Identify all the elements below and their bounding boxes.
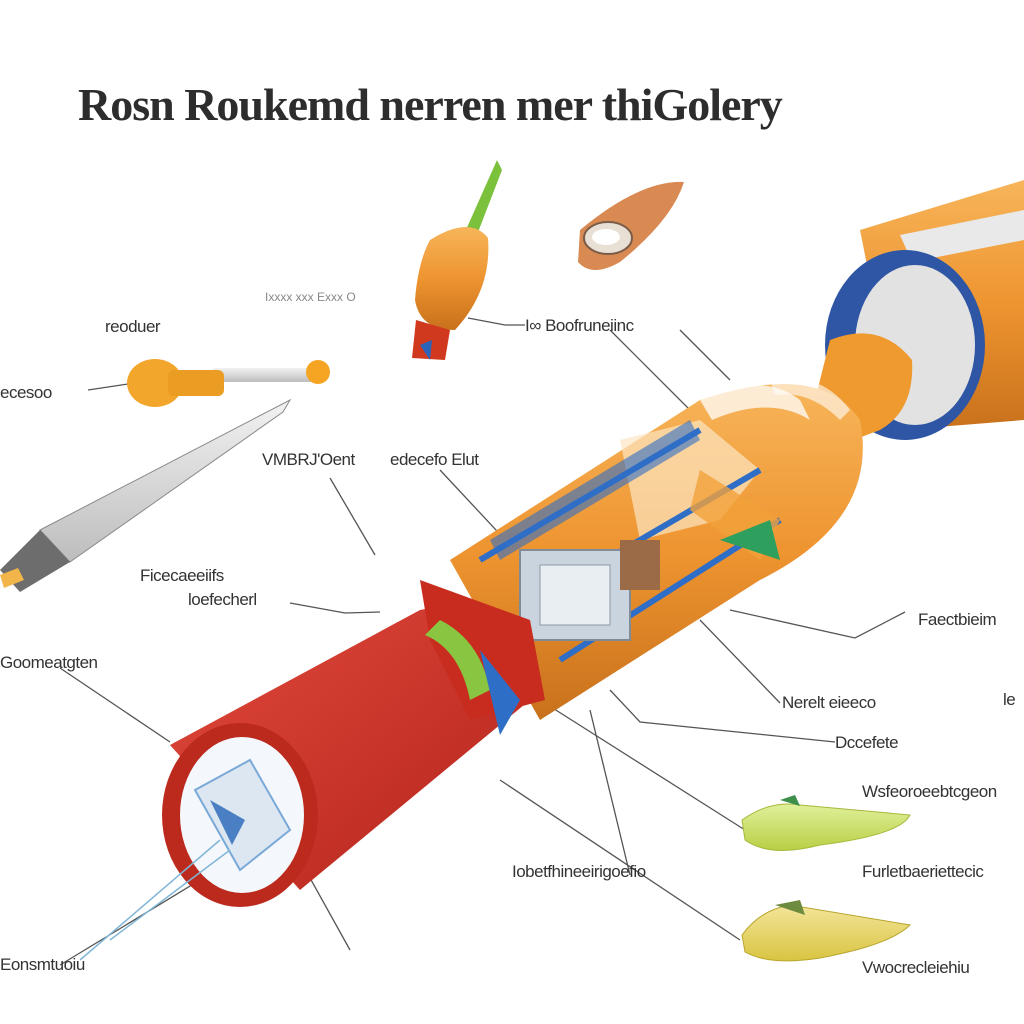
label-faint-top: Ixxxx xxx Exxx O: [265, 290, 356, 304]
label-right-d: Wsfeoroeebtcgeon: [862, 782, 997, 801]
label-nose-fairing: I∞ Boofruneiinc: [525, 316, 634, 335]
label-bottom-left: Eonsmtuoiu: [0, 955, 85, 974]
label-right-b: Nerelt eieeco: [782, 693, 876, 712]
label-left-red: Goomeatgten: [0, 653, 98, 672]
label-bottom-mid: Iobetfhineeirigoefio: [512, 862, 646, 881]
main-stage-body: [450, 180, 1024, 720]
label-left-mid-a: Ficecaeeiifs: [140, 566, 224, 585]
red-booster: [162, 580, 545, 907]
label-ecesoo: ecesoo: [0, 383, 52, 402]
label-upper-middle-b: edecefo Elut: [390, 450, 479, 469]
label-bottom-right: Vwocrecleiehiu: [862, 958, 970, 977]
leader-lines: [59, 317, 906, 966]
probe-part: [127, 359, 330, 407]
label-upper-middle-a: VMBRJ'Oent: [262, 450, 355, 469]
exhaust-lines: [79, 839, 231, 961]
capsule-part: [578, 181, 684, 270]
label-right-a: Faectbieim: [918, 610, 997, 629]
label-left-mid-b: loefecherl: [188, 590, 257, 609]
diagram-title: Rosn Roukemd nerren mer thiGolery: [78, 79, 783, 130]
fairing-part: [0, 398, 292, 592]
label-right-c: Dccefete: [835, 733, 899, 752]
yellow-fin-part: [741, 900, 912, 962]
green-fin-part: [741, 795, 911, 851]
label-right-b-edge: le: [1003, 690, 1016, 709]
label-right-e: Furletbaeriettecic: [862, 862, 984, 881]
label-reoduer: reoduer: [105, 317, 161, 336]
upper-nozzle-part: [412, 160, 502, 360]
